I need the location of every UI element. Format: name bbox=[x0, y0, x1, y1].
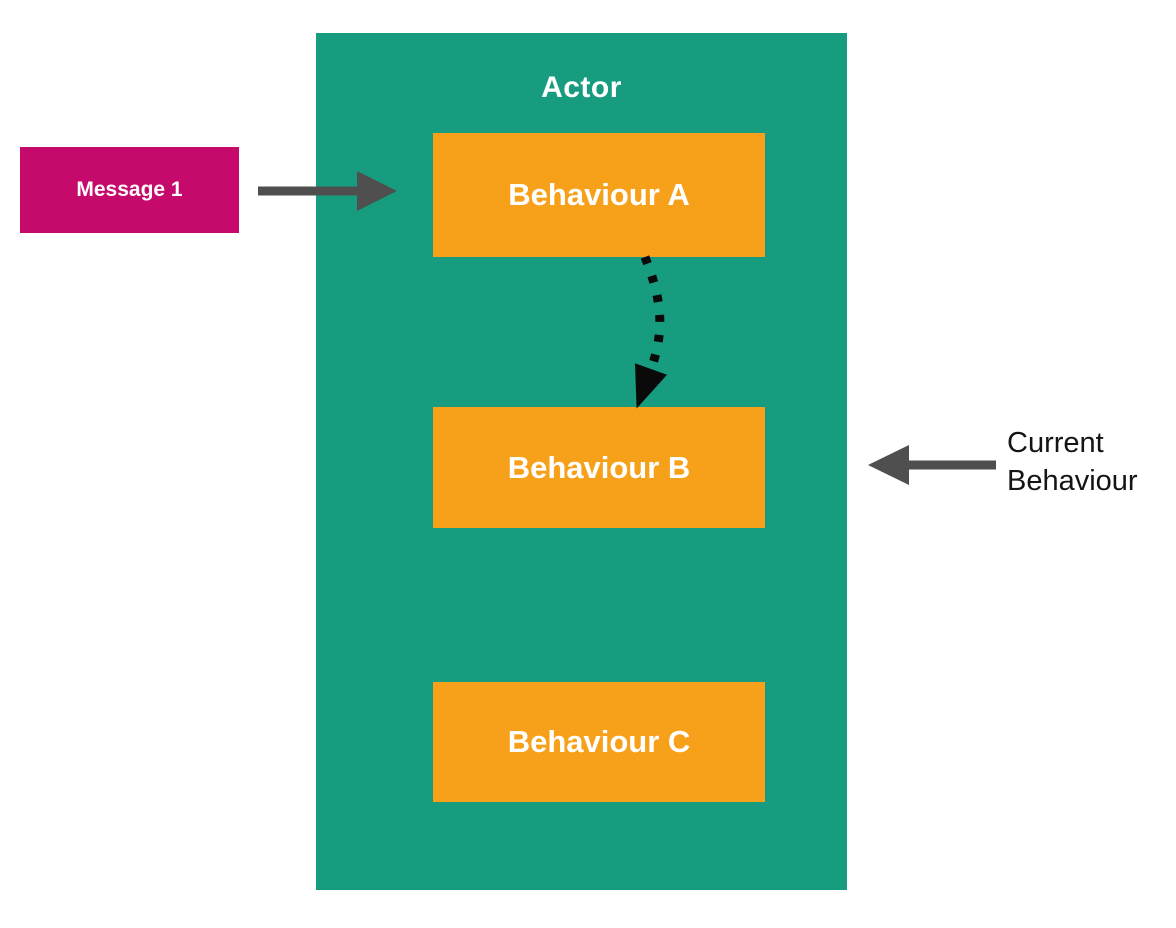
behaviour-c-box: Behaviour C bbox=[433, 682, 765, 802]
current-behaviour-arrow-icon bbox=[868, 445, 996, 485]
behaviour-b-box: Behaviour B bbox=[433, 407, 765, 528]
behaviour-a-box: Behaviour A bbox=[433, 133, 765, 257]
actor-title: Actor bbox=[541, 71, 622, 104]
message-box: Message 1 bbox=[20, 147, 239, 233]
current-behaviour-label: Current Behaviour bbox=[1007, 427, 1138, 497]
